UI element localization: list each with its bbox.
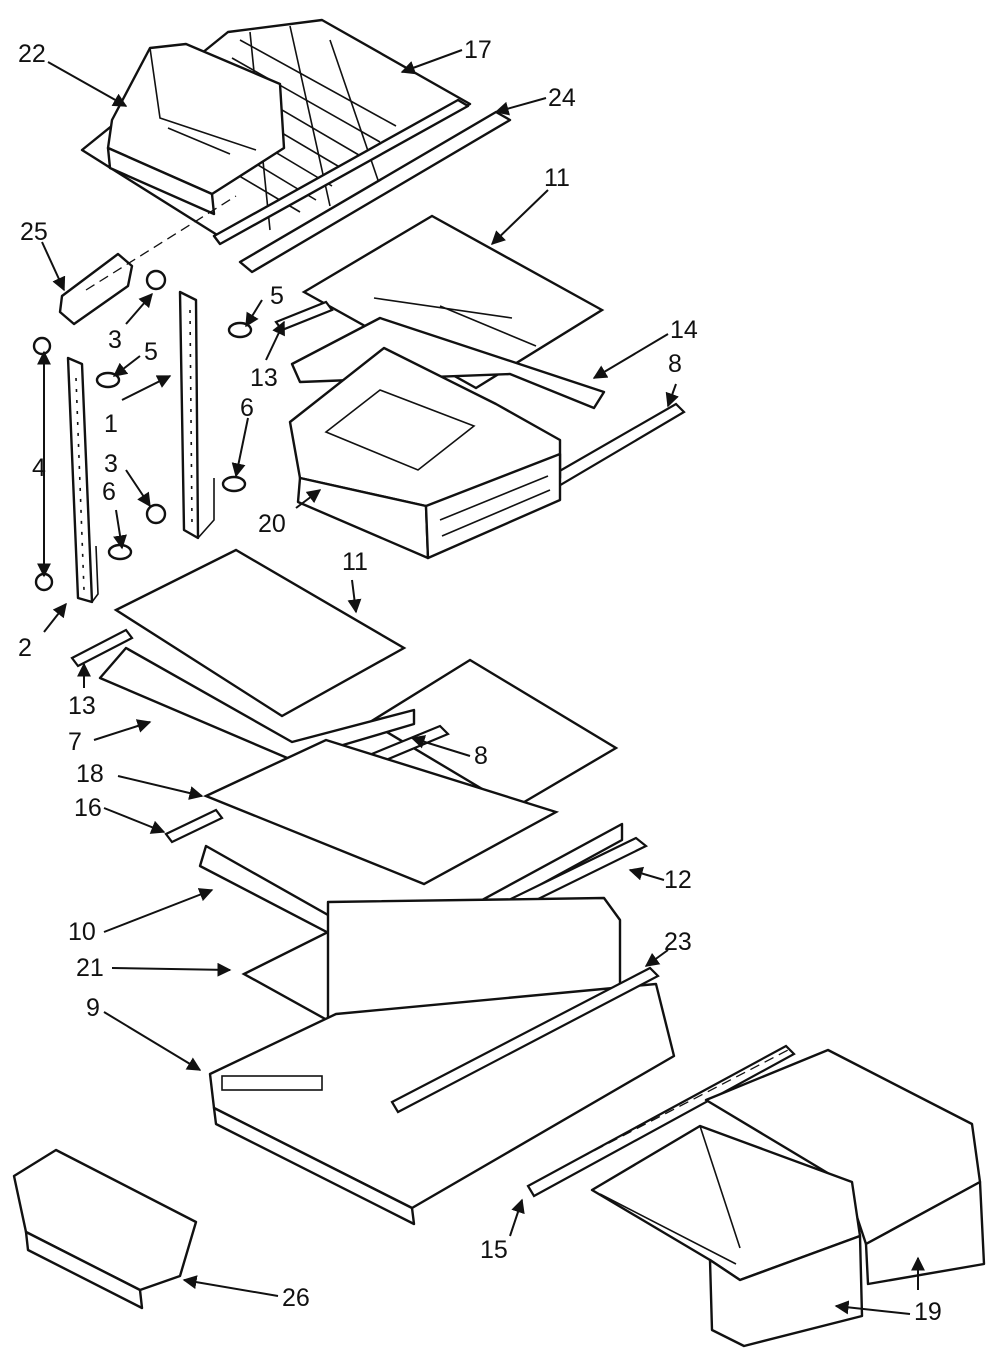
callout-9: 9 <box>86 994 100 1022</box>
alignment-dashed-line-2 <box>579 1049 789 1159</box>
shelf-ladder-1 <box>178 290 215 540</box>
crisper-cover-9 <box>208 982 676 1226</box>
callout-16: 16 <box>74 794 102 822</box>
rod-8-upper <box>542 402 686 492</box>
rail-13-upper <box>274 300 334 332</box>
callout-6-lower: 6 <box>102 478 116 506</box>
callout-12: 12 <box>664 866 692 894</box>
rod-13-lower <box>70 628 134 668</box>
glass-shelf-right <box>367 658 619 810</box>
rod-16 <box>164 808 224 844</box>
shelf-trim-24 <box>212 98 512 274</box>
callout-24: 24 <box>548 84 576 112</box>
callout-20: 20 <box>258 510 286 538</box>
glass-shelf-18 <box>202 738 560 886</box>
bracket-25 <box>58 252 134 326</box>
callout-15: 15 <box>480 1236 508 1264</box>
callout-4: 4 <box>32 454 46 482</box>
callout-25: 25 <box>20 218 48 246</box>
callout-19: 19 <box>914 1298 942 1326</box>
callout-8-lower: 8 <box>474 742 488 770</box>
shelf-ladder-2 <box>66 356 99 604</box>
callout-18: 18 <box>76 760 104 788</box>
callout-5-upper: 5 <box>270 282 284 310</box>
callout-8-upper: 8 <box>668 350 682 378</box>
callout-23: 23 <box>664 928 692 956</box>
callout-5-lower: 5 <box>144 338 158 366</box>
callout-3-lower: 3 <box>104 450 118 478</box>
callout-13-upper: 13 <box>250 364 278 392</box>
alignment-dashed-line <box>85 195 237 291</box>
callout-1: 1 <box>104 410 118 438</box>
door-bin-26 <box>12 1148 198 1310</box>
callout-13-lower: 13 <box>68 692 96 720</box>
leader-lines <box>37 49 925 1315</box>
callout-11-lower: 11 <box>342 548 368 576</box>
callout-6-upper: 6 <box>240 394 254 422</box>
crisper-drawer-19-front <box>590 1124 864 1348</box>
drawer-20 <box>288 346 562 560</box>
callout-26: 26 <box>282 1284 310 1312</box>
callout-21: 21 <box>76 954 104 982</box>
callout-10: 10 <box>68 918 96 946</box>
callout-3-upper: 3 <box>108 326 122 354</box>
rod-23 <box>390 966 660 1114</box>
slide-rail-14 <box>290 316 606 410</box>
rod-15 <box>526 1044 796 1198</box>
callout-14: 14 <box>670 316 698 344</box>
callout-11-upper: 11 <box>544 164 570 192</box>
glass-shelf-11-lower <box>113 548 407 718</box>
callout-7: 7 <box>68 728 82 756</box>
callout-22: 22 <box>18 40 46 68</box>
crisper-basket-22 <box>106 42 286 216</box>
callout-17: 17 <box>464 36 492 64</box>
callout-2: 2 <box>18 634 32 662</box>
